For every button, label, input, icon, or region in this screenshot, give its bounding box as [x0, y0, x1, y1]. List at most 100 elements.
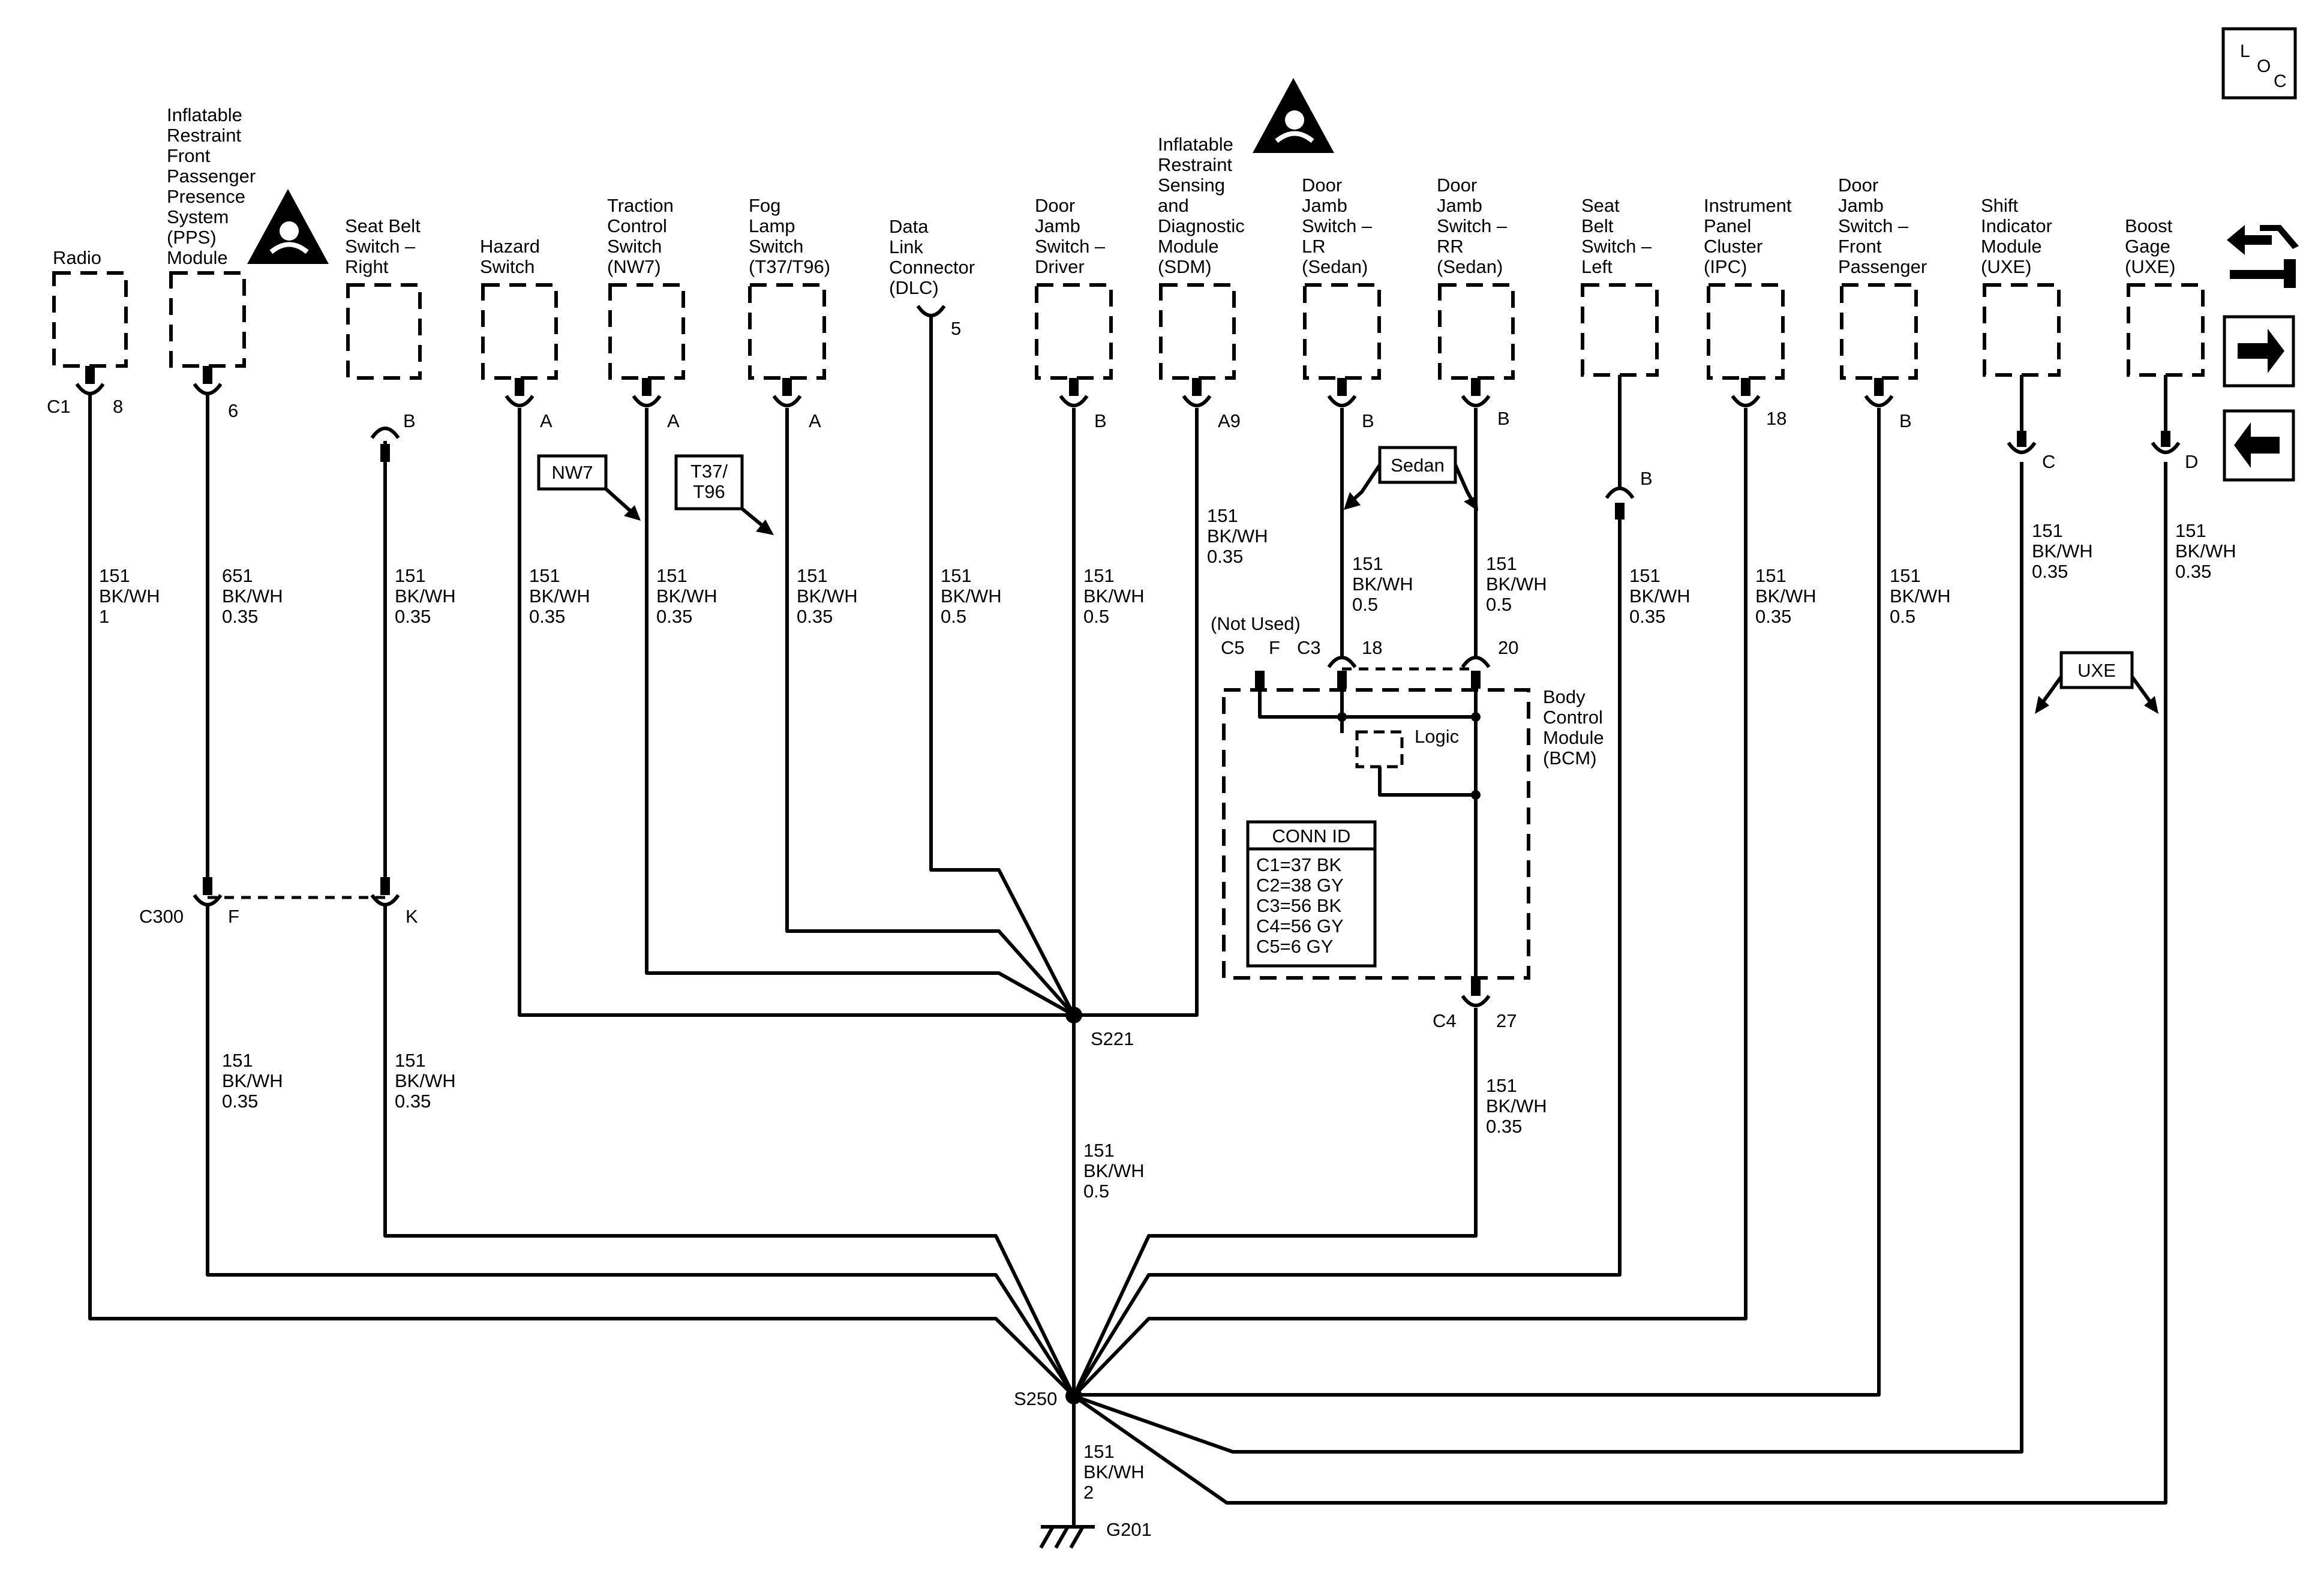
location-icon[interactable]: [2221, 27, 2297, 100]
wire-label-s221-line-2: BK/WH: [1083, 1160, 1145, 1181]
component-title-dlc-line-1: Data: [889, 216, 929, 237]
wire-label-dlc-line-3: 0.5: [941, 606, 966, 627]
component-title-sdm-line-7: (SDM): [1158, 256, 1212, 277]
wire-ipc: [1072, 408, 1747, 1398]
pin-ipc: 18: [1766, 408, 1786, 429]
splice-s221-label: S221: [1091, 1028, 1134, 1049]
ground-g201-label: G201: [1106, 1519, 1152, 1540]
component-title-sdm-line-1: Inflatable: [1158, 134, 1233, 155]
wire-label-c300-f-line-1: 151: [222, 1050, 253, 1071]
connector-c300-label: C300: [139, 906, 184, 927]
option-nw7: [537, 454, 641, 521]
component-title-pps-line-1: Inflatable: [167, 104, 242, 125]
arrow-right-icon[interactable]: [2223, 315, 2295, 388]
component-title-seatbelt_left-line-1: Seat: [1581, 195, 1620, 216]
pin-seatbelt-right: B: [403, 410, 416, 431]
bcm-not-used: (Not Used): [1211, 613, 1301, 634]
wire-label-door-driver-line-1: 151: [1083, 565, 1115, 586]
pps-box[interactable]: [169, 271, 246, 368]
component-title-door_rr-line-4: RR: [1437, 236, 1464, 257]
wire-label-boost-line-3: 0.35: [2175, 561, 2211, 582]
component-title-door_lr-line-2: Jamb: [1302, 195, 1347, 216]
component-title-door_lr-line-5: (Sedan): [1302, 256, 1368, 277]
pin-door-rr: B: [1497, 408, 1510, 429]
conn-id-title: CONN ID: [1272, 825, 1351, 846]
component-title-door_front_pass-line-1: Door: [1838, 175, 1878, 196]
pin-sdm: A9: [1218, 410, 1241, 431]
wire-label-seatbelt-left-line-2: BK/WH: [1629, 586, 1691, 607]
pin-door-driver: B: [1094, 410, 1107, 431]
hazard-box[interactable]: [481, 283, 558, 380]
door-rr-box[interactable]: [1438, 283, 1515, 380]
wire-label-fog-line-2: BK/WH: [797, 586, 858, 607]
conn-bcm-c3-18: [1327, 656, 1357, 689]
conn-radio: [75, 366, 105, 395]
component-title-traction-line-4: (NW7): [607, 256, 661, 277]
wire-label-boost-line-1: 151: [2175, 520, 2206, 541]
pin-boost: D: [2185, 451, 2198, 472]
radio-box[interactable]: [52, 271, 128, 368]
pin-door-lr: B: [1362, 410, 1374, 431]
arrow-left-icon[interactable]: [2223, 409, 2295, 482]
component-title-boost-line-1: Boost: [2125, 215, 2173, 236]
component-title-door_front_pass-line-5: Passenger: [1838, 256, 1927, 277]
wire-seatbelt-right-c300: [383, 905, 1076, 1397]
component-title-fog-line-4: (T37/T96): [749, 256, 830, 277]
wire-label-bcm-c4-line-3: 0.35: [1486, 1116, 1522, 1137]
airbag-warning-icon: [1253, 78, 1334, 153]
wire-hazard: [518, 408, 1074, 1017]
pin-bcm-c4-27: 27: [1496, 1010, 1517, 1031]
component-title-dlc-line-4: (DLC): [889, 277, 939, 298]
conn-door-lr: [1327, 378, 1357, 407]
fog-box[interactable]: [748, 283, 826, 380]
conn-seatbelt-right: [370, 427, 400, 462]
wire-label-fog-line-1: 151: [797, 565, 828, 586]
component-title-door_driver-line-2: Jamb: [1035, 215, 1080, 236]
wire-label-ground-line-1: 151: [1083, 1441, 1115, 1462]
door-front-pass-box[interactable]: [1840, 283, 1918, 380]
component-title-ipc-line-1: Instrument: [1704, 195, 1792, 216]
boost-box[interactable]: [2127, 283, 2205, 377]
wire-label-door-front-pass-line-3: 0.5: [1890, 606, 1915, 627]
component-title-door_lr-line-4: LR: [1302, 236, 1326, 257]
seatbelt-right-box[interactable]: [346, 283, 422, 380]
component-title-hazard-line-2: Switch: [480, 256, 535, 277]
component-title-dlc-line-2: Link: [889, 236, 923, 257]
door-driver-box[interactable]: [1035, 283, 1113, 380]
pin-dlc: 5: [951, 318, 961, 339]
pin-bcm-c4-conn: C4: [1433, 1010, 1457, 1031]
splice-s250-label: S250: [1014, 1388, 1057, 1409]
wire-label-shift-line-3: 0.35: [2032, 561, 2068, 582]
wire-pps-c300: [206, 905, 1076, 1397]
option-sedan: [1344, 446, 1478, 511]
component-title-hazard-line-1: Hazard: [480, 236, 540, 257]
loc-letter-o: O: [2257, 56, 2271, 76]
option-nw7-label: NW7: [552, 462, 593, 483]
wire-fog: [785, 408, 1076, 1016]
wire-label-c300-f-line-2: BK/WH: [222, 1070, 283, 1091]
bcm-logic: Logic: [1415, 726, 1459, 747]
airbag-warning-icon: [247, 189, 329, 264]
wires: [88, 315, 2167, 1527]
wire-label-ground-line-2: BK/WH: [1083, 1461, 1145, 1482]
conn-id-row-line-3: C3=56 BK: [1256, 895, 1342, 916]
connector-wrench-icon[interactable]: [2227, 225, 2299, 288]
wire-label-door-lr-line-2: BK/WH: [1352, 574, 1413, 595]
door-lr-box[interactable]: [1303, 283, 1381, 380]
component-title-door_driver-line-3: Switch –: [1035, 236, 1106, 257]
bcm-name-line-1: Body: [1543, 686, 1586, 707]
seatbelt-left-box[interactable]: [1581, 283, 1659, 377]
wire-label-c300-k-line-3: 0.35: [395, 1091, 431, 1112]
component-title-shift-line-3: Module: [1981, 236, 2042, 257]
sdm-box[interactable]: [1159, 283, 1236, 380]
component-title-pps-line-5: Presence: [167, 186, 245, 207]
option-t37-label-line-2: T96: [693, 481, 725, 502]
conn-door-rr: [1461, 378, 1491, 407]
ipc-box[interactable]: [1707, 283, 1785, 380]
wire-label-c300-f-line-3: 0.35: [222, 1091, 258, 1112]
shift-box[interactable]: [1983, 283, 2061, 377]
conn-bcm-c3-20: [1461, 656, 1491, 689]
traction-box[interactable]: [608, 283, 685, 380]
component-title-ipc-line-3: Cluster: [1704, 236, 1762, 257]
